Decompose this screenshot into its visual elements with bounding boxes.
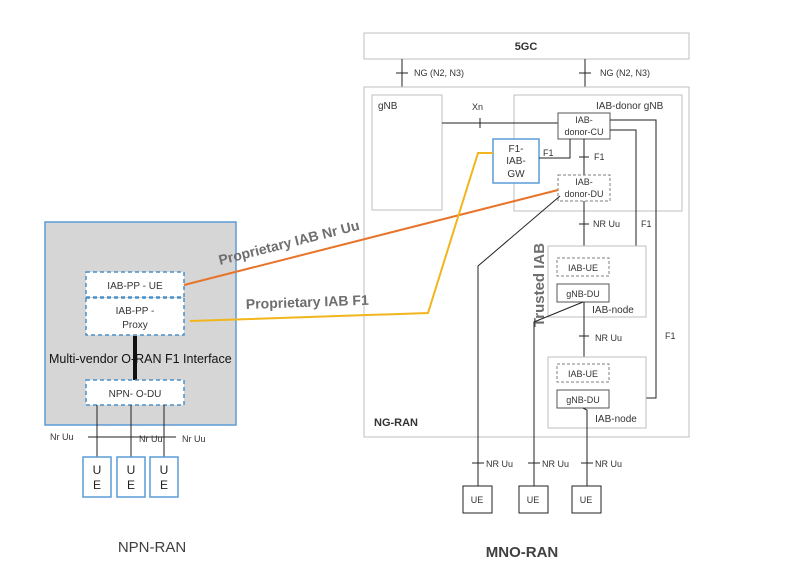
gw-cu-f1-label: F1 [543, 148, 554, 158]
npn-ue-2-label-2: E [127, 478, 135, 492]
ng-link-right-label: NG (N2, N3) [600, 68, 650, 78]
npn-ue-2 [116, 456, 146, 498]
gnb-box [371, 94, 443, 211]
npn-ue-2-label-1: U [127, 463, 136, 477]
iab-node-2-ue-label: IAB-UE [568, 369, 598, 379]
ue-link-3-label: NR Uu [595, 459, 622, 469]
iab-pp-proxy-label-1: IAB-PP - [116, 306, 155, 317]
npn-ran-caption: NPN-RAN [118, 539, 186, 556]
iab-node-2-du-label: gNB-DU [566, 395, 600, 405]
iab-pp-ue-box [85, 271, 185, 298]
ue-link-2-label: NR Uu [542, 459, 569, 469]
mno-ue-1 [462, 485, 493, 514]
iab-donor-du-label-2: donor-DU [564, 189, 603, 199]
npn-ue-1-label-1: U [93, 463, 102, 477]
f1-iab-gw-label-2: IAB- [506, 156, 525, 167]
mno-ue-2 [518, 485, 549, 514]
mno-ue-3 [571, 485, 602, 514]
ng-link-left-label: NG (N2, N3) [414, 68, 464, 78]
mno-ue-1-label: UE [471, 495, 484, 505]
nr-uu-label-1: NR Uu [593, 219, 620, 229]
mno-ue-3-label: UE [580, 495, 593, 505]
xn-label: Xn [472, 102, 483, 112]
iab-donor-du-box [557, 174, 611, 202]
f1-label-2: F1 [665, 331, 676, 341]
f1-iab-gw-box [492, 138, 540, 184]
f1-iab-gw-label-1: F1- [509, 144, 524, 155]
iab-node-2-ue-box [556, 363, 610, 383]
npn-ue-1 [82, 456, 112, 498]
npn-nr-uu-right-label: Nr Uu [182, 434, 206, 444]
iab-donor-cu-label-2: donor-CU [564, 127, 603, 137]
iab-donor-du-label-1: IAB- [575, 177, 593, 187]
iab-pp-proxy-box [85, 297, 185, 336]
npn-ue-3 [149, 456, 179, 498]
ue-link-3 [582, 407, 588, 486]
iab-node-1-label: IAB-node [592, 305, 634, 316]
npn-ue-3-label-1: U [160, 463, 169, 477]
cu-du-f1-label: F1 [594, 152, 605, 162]
ue-link-2 [533, 301, 584, 486]
iab-donor-cu-label-1: IAB- [575, 115, 593, 125]
ue-link-1 [477, 195, 561, 486]
npn-nr-uu-mid-label: Nr Uu [139, 434, 163, 444]
prop-f1-label: Proprietary IAB F1 [246, 292, 370, 312]
npn-ue-3-label-2: E [160, 478, 168, 492]
core-5gc-box [363, 32, 690, 60]
f1-iab-gw-label-3: GW [507, 169, 525, 180]
prop-nr-uu-link [183, 189, 559, 286]
ng-ran-label: NG-RAN [374, 417, 418, 429]
npn-odu-label: NPN- O-DU [109, 389, 162, 400]
iab-node-1-ue-label: IAB-UE [568, 263, 598, 273]
gw-cu-f1-link [539, 139, 571, 159]
trusted-iab-label: Trusted IAB [531, 243, 548, 327]
npn-odu-box [85, 379, 185, 406]
nr-uu-label-2: NR Uu [595, 333, 622, 343]
mno-ran-caption: MNO-RAN [486, 544, 559, 561]
f1-label-1: F1 [641, 219, 652, 229]
core-5gc-label: 5GC [515, 41, 538, 53]
prop-nr-uu-label: Proprietary IAB Nr Uu [217, 217, 361, 268]
o-ran-f1-interface-label: Multi-vendor O-RAN F1 Interface [49, 352, 232, 366]
mno-ue-2-label: UE [527, 495, 540, 505]
iab-node-1-ue-box [556, 257, 610, 277]
npn-nr-uu-left-label: Nr Uu [50, 432, 74, 442]
iab-node-1-du-label: gNB-DU [566, 289, 600, 299]
prop-f1-link [189, 152, 493, 322]
ue-link-1-label: NR Uu [486, 459, 513, 469]
gnb-label: gNB [378, 101, 398, 112]
iab-node-2-label: IAB-node [595, 414, 637, 425]
npn-ue-1-label-2: E [93, 478, 101, 492]
iab-pp-ue-label: IAB-PP - UE [107, 281, 163, 292]
iab-pp-proxy-label-2: Proxy [122, 320, 148, 331]
iab-donor-gnb-label: IAB-donor gNB [596, 101, 664, 112]
